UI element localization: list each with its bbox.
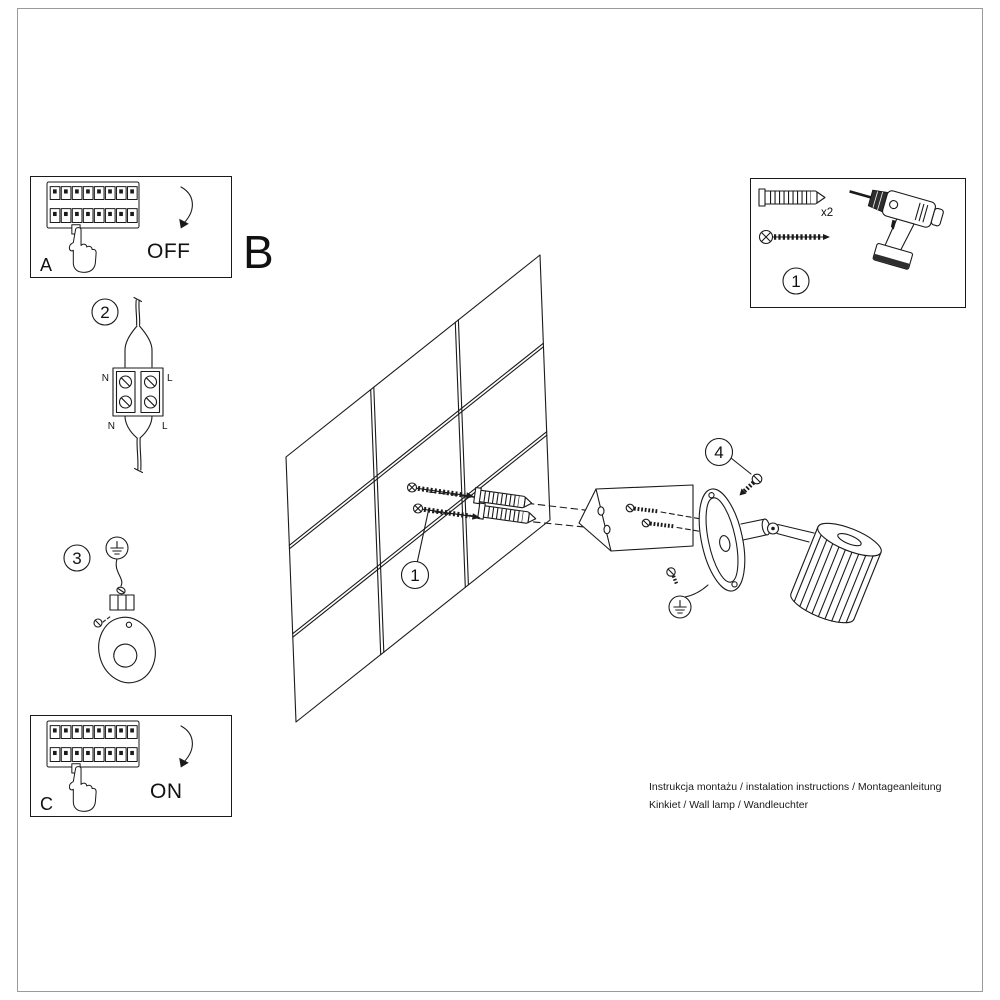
parts-box-illustration: x2 1 — [758, 188, 944, 295]
plug-quantity: x2 — [821, 207, 833, 219]
ground-symbol-icon — [105, 536, 129, 560]
mounting-bracket — [578, 484, 714, 552]
parts-box: x2 1 — [750, 178, 966, 308]
step-2-badge: 2 — [91, 298, 119, 326]
step-3-grounding: 3 — [63, 536, 156, 684]
terminal-connector — [112, 367, 164, 417]
caption-line-2: Kinkiet / Wall lamp / Wandleuchter — [649, 799, 809, 812]
panel-c-power-on: ON C — [30, 715, 232, 817]
screw — [758, 229, 830, 245]
mounting-screw — [412, 503, 481, 520]
canopy-back-view — [98, 616, 156, 684]
page-border — [17, 8, 983, 992]
cable-bottom — [124, 415, 153, 474]
cover-screw — [739, 473, 763, 496]
curved-arrow-icon — [179, 725, 193, 768]
ground-terminal — [93, 586, 135, 628]
svg-text:3: 3 — [72, 549, 81, 568]
lamp-shade — [790, 522, 882, 624]
mounting-screw — [406, 482, 475, 499]
breaker-panel-hand-icon — [46, 720, 140, 812]
section-b-label: B — [243, 226, 274, 278]
svg-text:2: 2 — [100, 303, 109, 322]
terminal-l-bottom: L — [162, 421, 168, 432]
cable-top — [124, 296, 153, 368]
canopy-plate — [698, 488, 746, 592]
svg-text:1: 1 — [791, 272, 800, 291]
wall-plug — [758, 188, 826, 207]
step-3-badge: 3 — [63, 544, 91, 572]
terminal-l-top: L — [167, 373, 173, 384]
breaker-panel-hand-icon — [46, 181, 140, 273]
lamp-arm-joint — [740, 518, 815, 543]
on-label: ON — [150, 780, 183, 803]
drill-icon — [849, 189, 944, 270]
panel-a-label: A — [40, 255, 52, 275]
panel-a-illustration: OFF A — [40, 181, 193, 275]
callout-4-number: 4 — [714, 443, 723, 462]
wall-plug — [477, 502, 537, 524]
callout-4: 4 — [704, 437, 763, 496]
callout-1: 1 — [400, 507, 430, 590]
ground-wire — [115, 558, 123, 587]
curved-arrow-icon — [179, 186, 193, 229]
caption: Instrukcja montażu / instalation instruc… — [649, 778, 941, 815]
panel-c-illustration: ON C — [40, 720, 193, 814]
panel-c-label: C — [40, 794, 53, 814]
callout-1-number: 1 — [410, 566, 419, 585]
terminal-n-top: N — [102, 373, 109, 384]
off-label: OFF — [147, 240, 191, 263]
caption-line-1: Instrukcja montażu / instalation instruc… — [649, 781, 942, 793]
step-1-badge: 1 — [782, 267, 810, 295]
step-2-wiring: 2 N L N L — [91, 296, 173, 474]
ground-connection — [666, 567, 709, 619]
wall-plug — [473, 486, 533, 509]
terminal-n-bottom: N — [108, 421, 115, 432]
panel-a-power-off: OFF A — [30, 176, 232, 278]
